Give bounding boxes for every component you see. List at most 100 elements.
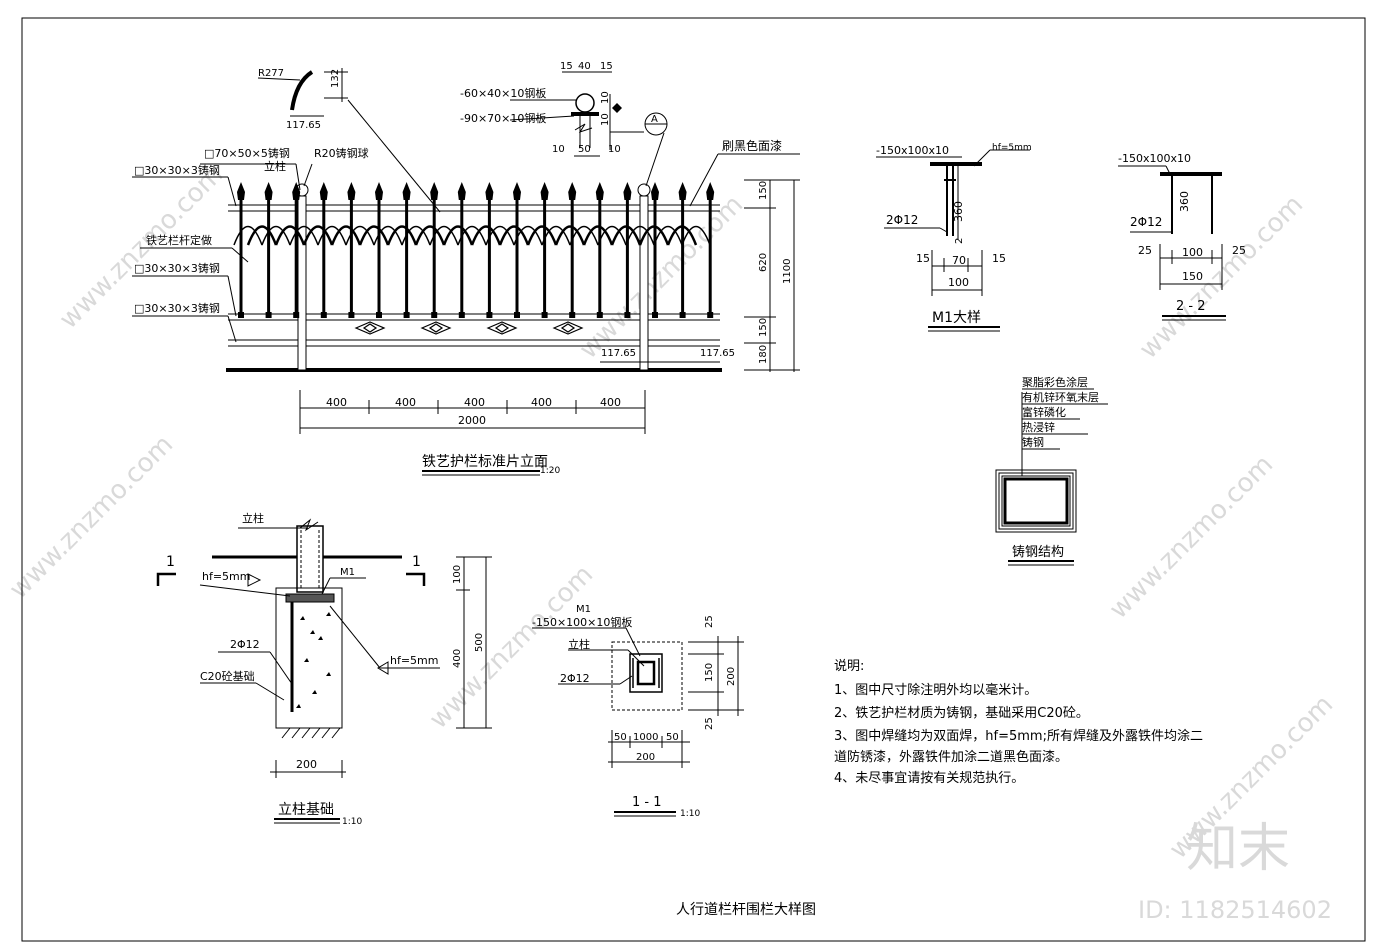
leader-line [627, 649, 645, 667]
label-r277: R277 [258, 68, 284, 79]
steel-layer-label: 富锌磷化 [1022, 405, 1066, 419]
leader-line [295, 163, 301, 191]
ball-detail-icon [575, 93, 595, 113]
picket-finial-icon [540, 182, 549, 200]
hdim-4: 400 [600, 396, 621, 409]
vdim-total: 1100 [782, 259, 793, 284]
m1-detail: -150x100x10 hf=5mm 2Φ12 360 2 15 70 15 1… [876, 143, 1032, 332]
weld-symbol [247, 573, 262, 587]
picket-group [237, 182, 715, 318]
weld-icon [612, 103, 622, 113]
m1-weld-label: hf=5mm [992, 143, 1032, 153]
leader-line [689, 153, 719, 207]
concrete-hatch [296, 612, 331, 708]
picket-foot [679, 312, 686, 318]
leader-line [329, 605, 381, 669]
leader-line [255, 682, 285, 701]
picket [237, 182, 245, 318]
picket-foot [486, 312, 493, 318]
drawing-border [21, 17, 1366, 942]
label-50: 50 [578, 144, 591, 155]
picket-foot [707, 312, 714, 318]
hdim-3: 400 [531, 396, 552, 409]
picket [651, 182, 659, 318]
m1-plate-label: -150x100x10 [876, 144, 949, 157]
leader-line [625, 627, 641, 657]
fnd-sec2-label: 1 [412, 554, 421, 570]
label-ball: R20铸钢球 [314, 146, 369, 160]
picket-finial-icon [347, 182, 356, 200]
steel-structure: 聚脂彩色涂层 有机锌环氧末层 富锌磷化 热浸锌 铸钢 铸钢结构 [995, 375, 1108, 566]
picket [347, 182, 356, 318]
picket-finial-icon [706, 182, 715, 200]
leader-line [227, 275, 237, 317]
m1-title: M1大样 [932, 310, 981, 326]
leader-line [619, 675, 633, 685]
rosette-group [354, 321, 584, 335]
picket-finial-icon [678, 182, 687, 200]
label-132: 132 [330, 69, 341, 88]
s11-scale: 1:10 [680, 809, 700, 819]
m1-d15a: 15 [916, 252, 930, 265]
leader-line [303, 163, 313, 187]
picket [430, 182, 439, 318]
note-item: 道防锈漆，外露铁件加涂二道黑色面漆。 [834, 749, 1068, 765]
post [639, 195, 649, 371]
picket-finial-icon [623, 182, 632, 200]
leader-line [321, 577, 331, 595]
hdim-0: 400 [326, 396, 347, 409]
picket-finial-icon [375, 182, 383, 200]
picket-finial-icon [430, 182, 439, 200]
m1-d360: 360 [952, 201, 965, 222]
fnd-concrete-label: C20砼基础 [200, 670, 255, 683]
picket-foot [403, 312, 410, 318]
picket [402, 182, 411, 318]
label-bot-rail: □30×30×3铸钢 [134, 301, 220, 315]
s11-d200h: 200 [636, 752, 655, 763]
label-10a: 10 [600, 91, 611, 104]
fnd-sec1-label: 1 [166, 554, 175, 570]
label-10b: 10 [600, 113, 611, 126]
picket-finial-icon [237, 182, 245, 200]
vdim-3: 180 [758, 345, 769, 364]
label-post-tube: □70×50×5铸钢 [204, 146, 290, 160]
post-foundation: 立柱 1 1 hf=5mm M1 2Φ12 C20砼基础 hf=5mm 100 … [156, 511, 492, 827]
label-mid-rail: □30×30×3铸钢 [134, 261, 220, 275]
rosette-ornament [552, 321, 584, 335]
foundation-scale: 1:10 [342, 817, 362, 827]
s22-rebar-label: 2Φ12 [1130, 215, 1162, 229]
s11-rebar-label: 2Φ12 [560, 672, 590, 685]
section-2-2: -150x100x10 2Φ12 360 25 100 25 150 2 - 2 [1118, 152, 1246, 321]
fnd-weld1-label: hf=5mm [202, 570, 251, 583]
weld-symbol [377, 661, 389, 675]
picket-finial-icon [513, 182, 521, 200]
section-mark [156, 572, 176, 586]
leader-line [199, 584, 291, 597]
s11-footing [611, 641, 683, 711]
foundation-title: 立柱基础 [278, 801, 334, 818]
picket [513, 182, 521, 318]
picket [485, 182, 494, 318]
label-15b: 15 [600, 61, 613, 72]
leader-line [645, 132, 665, 187]
s22-d25b: 25 [1232, 244, 1246, 257]
label-15a: 15 [560, 61, 573, 72]
foundation-plate [285, 593, 335, 603]
picket-foot [293, 312, 300, 318]
fnd-d400: 400 [452, 649, 463, 668]
post-ball-icon [637, 183, 651, 197]
s11-post [636, 660, 656, 686]
label-callout-a: A [651, 114, 658, 125]
label-117-65: 117.65 [286, 120, 321, 131]
picket-arches-secondary [233, 225, 711, 246]
s22-plate [1160, 172, 1222, 176]
s11-m1-label: M1 [576, 604, 591, 615]
picket-finial-icon [568, 182, 577, 200]
note-item: 4、未尽事宜请按有关规范执行。 [834, 771, 1024, 786]
s22-plate-label: -150x100x10 [1118, 152, 1191, 165]
hdim-total: 2000 [458, 414, 486, 427]
picket-foot [596, 312, 603, 318]
hdim-2: 400 [464, 396, 485, 409]
rosette-ornament [354, 321, 386, 335]
